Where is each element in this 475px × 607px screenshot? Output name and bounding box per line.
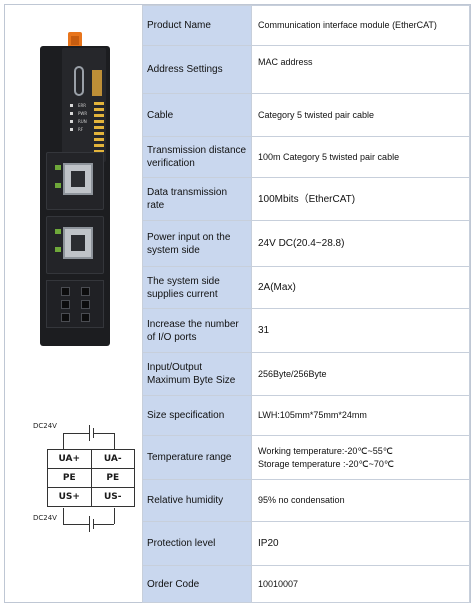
spec-row: Relative humidity 95% no condensation — [142, 479, 470, 522]
spec-value: Communication interface module (EtherCAT… — [251, 5, 470, 46]
terminal-pinout-table: UA+ UA- PE PE US+ US- — [47, 449, 136, 507]
device-warning-stripe — [94, 102, 104, 152]
spec-value: Working temperature:-20℃~55℃ Storage tem… — [251, 435, 470, 480]
wire — [114, 508, 115, 524]
spec-row: Order Code 10010007 — [142, 565, 470, 603]
spec-row: Data transmission rate 100Mbits（EtherCAT… — [142, 177, 470, 221]
spec-row: Cable Category 5 twisted pair cable — [142, 93, 470, 137]
battery-plate-short — [93, 519, 94, 529]
pwr-led — [70, 112, 73, 115]
link-led — [55, 229, 61, 234]
spec-value: 95% no condensation — [251, 479, 470, 522]
usb-c-port — [74, 66, 84, 96]
terminal-hole — [81, 300, 90, 309]
power-terminal-block — [46, 280, 104, 328]
terminal-hole — [81, 287, 90, 296]
spec-label: Input/Output Maximum Byte Size — [142, 352, 252, 396]
spec-label: Order Code — [142, 565, 252, 603]
spec-row: Protection level IP20 — [142, 521, 470, 566]
battery-plate-long — [89, 425, 90, 441]
rf-led — [70, 128, 73, 131]
terminal-ua-plus: UA+ — [47, 449, 92, 469]
spec-row: Input/Output Maximum Byte Size 256Byte/2… — [142, 352, 470, 396]
device-brand-label — [92, 70, 102, 96]
rj45-socket-icon — [63, 227, 93, 259]
terminal-pe-right: PE — [90, 468, 136, 488]
spec-row: Address Settings MAC address — [142, 45, 470, 94]
run-led-label: RUN — [78, 119, 87, 124]
spec-label: Relative humidity — [142, 479, 252, 522]
terminal-hole — [61, 313, 70, 322]
terminal-hole — [61, 300, 70, 309]
spec-label: Address Settings — [142, 45, 252, 94]
spec-sheet-frame — [4, 4, 471, 603]
terminal-hole — [61, 287, 70, 296]
spec-label: Data transmission rate — [142, 177, 252, 221]
terminal-us-minus: US- — [90, 487, 136, 507]
err-led-label: ERR — [78, 103, 87, 108]
spec-value: MAC address — [251, 45, 470, 94]
spec-row: Temperature range Working temperature:-2… — [142, 435, 470, 480]
spec-label: Product Name — [142, 5, 252, 46]
spec-value: IP20 — [251, 521, 470, 566]
spec-label: Cable — [142, 93, 252, 137]
activity-led — [55, 183, 61, 188]
battery-plate-long — [89, 516, 90, 532]
spec-value: LWH:105mm*75mm*24mm — [251, 395, 470, 436]
spec-value: 2A(Max) — [251, 266, 470, 309]
spec-label: Protection level — [142, 521, 252, 566]
pwr-led-label: PWR — [78, 111, 88, 116]
product-image-panel: ERR PWR RUN RF DC24V — [5, 5, 142, 602]
din-rail-clip — [68, 32, 82, 50]
spec-row: Power input on the system side 24V DC(20… — [142, 220, 470, 267]
wire — [114, 433, 115, 449]
activity-led — [55, 247, 61, 252]
spec-row: The system side supplies current 2A(Max) — [142, 266, 470, 309]
link-led — [55, 165, 61, 170]
terminal-us-plus: US+ — [47, 487, 92, 507]
wire — [94, 433, 114, 434]
battery-plate-short — [93, 428, 94, 438]
ethernet-port-out — [46, 216, 104, 274]
spec-label: Transmission distance verification — [142, 136, 252, 178]
terminal-pe-left: PE — [47, 468, 92, 488]
wire — [63, 524, 89, 525]
spec-value: 256Byte/256Byte — [251, 352, 470, 396]
wire — [63, 433, 64, 449]
spec-value: 10010007 — [251, 565, 470, 603]
terminal-ua-minus: UA- — [90, 449, 136, 469]
spec-label: Increase the number of I/O ports — [142, 308, 252, 353]
rf-led-label: RF — [78, 127, 84, 132]
spec-value: Category 5 twisted pair cable — [251, 93, 470, 137]
working-temperature: Working temperature:-20℃~55℃ — [258, 445, 393, 456]
spec-label: The system side supplies current — [142, 266, 252, 309]
supply-bottom-label: DC24V — [33, 514, 57, 522]
specification-table: Product Name Communication interface mod… — [142, 5, 470, 603]
spec-row: Transmission distance verification 100m … — [142, 136, 470, 178]
spec-row: Increase the number of I/O ports 31 — [142, 308, 470, 353]
wire — [63, 508, 64, 524]
run-led — [70, 120, 73, 123]
ethernet-port-in — [46, 152, 104, 210]
wire — [94, 524, 114, 525]
spec-value: 24V DC(20.4~28.8) — [251, 220, 470, 267]
terminal-hole — [81, 313, 90, 322]
wire — [63, 433, 89, 434]
err-led — [70, 104, 73, 107]
spec-value: 31 — [251, 308, 470, 353]
spec-value: 100m Category 5 twisted pair cable — [251, 136, 470, 178]
spec-label: Size specification — [142, 395, 252, 436]
wiring-diagram: DC24V UA+ UA- PE PE US+ US- — [33, 415, 143, 535]
spec-label: Temperature range — [142, 435, 252, 480]
storage-temperature: Storage temperature :-20℃~70℃ — [258, 458, 395, 469]
spec-label: Power input on the system side — [142, 220, 252, 267]
supply-top-label: DC24V — [33, 422, 57, 430]
spec-row: Size specification LWH:105mm*75mm*24mm — [142, 395, 470, 436]
spec-value: 100Mbits（EtherCAT) — [251, 177, 470, 221]
rj45-socket-icon — [63, 163, 93, 195]
device-illustration: ERR PWR RUN RF — [40, 32, 110, 346]
spec-row: Product Name Communication interface mod… — [142, 5, 470, 46]
